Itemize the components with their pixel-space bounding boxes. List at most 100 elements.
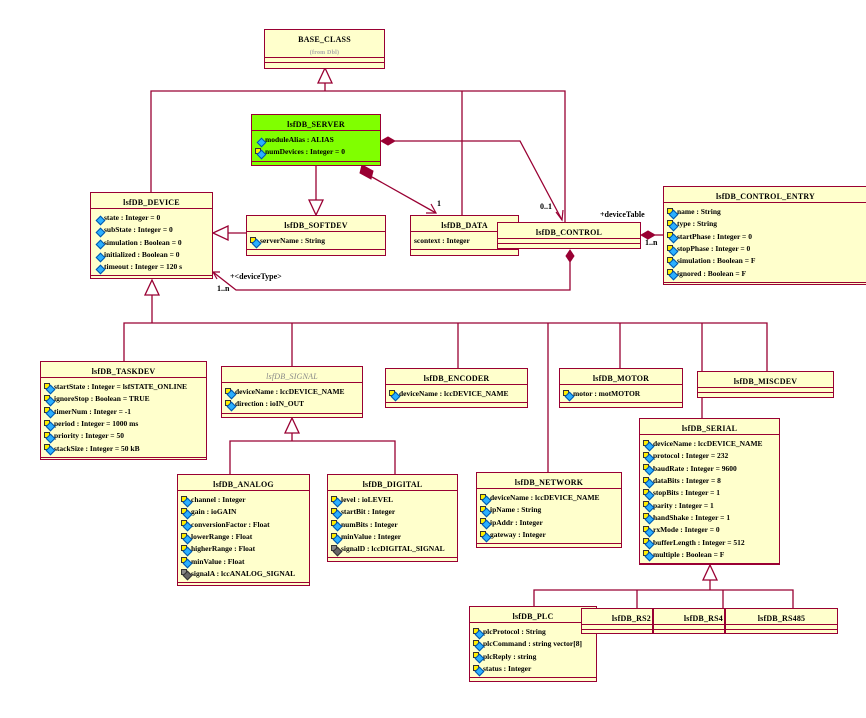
- attribute-text: simulation : Boolean = F: [677, 256, 756, 266]
- attribute: numDevices : Integer = 0: [255, 146, 378, 160]
- relationship-line: [123, 322, 768, 371]
- compartment-divider: [328, 557, 457, 559]
- compartment-divider: [582, 629, 652, 630]
- protected-attribute-icon: [181, 544, 193, 557]
- compartment-divider: [654, 624, 724, 625]
- relationship-line: [533, 589, 794, 608]
- attribute: deviceName : lccDEVICE_NAME: [225, 386, 360, 400]
- compartment-divider: [252, 160, 380, 162]
- protected-attribute-icon: [225, 399, 237, 412]
- attribute: stopPhase : Integer = 0: [667, 243, 865, 256]
- compartment-divider: [41, 377, 206, 378]
- multiplicity-label: 1..n: [645, 238, 658, 247]
- compartment-divider: [654, 629, 724, 630]
- attribute: timeout : Integer = 120 s: [94, 261, 210, 275]
- compartment-divider: [411, 249, 518, 251]
- attribute: conversionFactor : Float: [181, 519, 307, 532]
- class-name: lsfDB_RS4: [683, 614, 723, 623]
- class-name: lsfDB_DIGITAL: [362, 480, 423, 489]
- class-name: lsfDB_PLC: [512, 612, 554, 621]
- compartment-divider: [498, 243, 640, 244]
- attribute-text: bufferLength : Integer = 512: [653, 537, 745, 547]
- protected-attribute-icon: [181, 557, 193, 569]
- protected-attribute-icon: [643, 538, 655, 550]
- attribute-text: channel : Integer: [191, 495, 246, 505]
- class-rs4[interactable]: lsfDB_RS4: [653, 608, 725, 634]
- class-package-note: (from Dbl): [309, 50, 340, 56]
- class-rs485[interactable]: lsfDB_RS485: [725, 608, 838, 634]
- attribute-text: level : ioLEVEL: [341, 495, 394, 505]
- protected-attribute-icon: [643, 464, 655, 476]
- navigation-arrow-icon: [426, 203, 438, 214]
- attribute-text: ipName : String: [490, 505, 542, 515]
- compartment-divider: [247, 249, 385, 251]
- class-miscdev[interactable]: lsfDB_MISCDEV: [697, 371, 834, 398]
- class-name: lsfDB_CONTROL_ENTRY: [715, 192, 816, 201]
- protected-attribute-icon: [667, 244, 679, 256]
- class-name: lsfDB_SERVER: [287, 120, 345, 129]
- protected-attribute-icon: [667, 256, 679, 269]
- protected-attribute-icon: [250, 236, 262, 249]
- attribute: plcProtocol : String: [473, 626, 594, 640]
- navigation-arrow-icon: [555, 209, 564, 222]
- protected-attribute-icon: [667, 269, 679, 281]
- compartment-divider: [265, 57, 384, 58]
- protected-attribute-icon: [563, 389, 575, 402]
- attribute: subState : Integer = 0: [94, 224, 210, 238]
- protected-attribute-icon: [643, 501, 655, 513]
- attribute-text: direction : ioIN_OUT: [235, 399, 305, 409]
- compartment-divider: [664, 202, 866, 203]
- multiplicity-label: 1..n: [217, 284, 230, 293]
- multiplicity-label: 1: [437, 199, 441, 208]
- generalization-arrow-icon: [283, 416, 301, 434]
- relationship-line: [395, 140, 563, 221]
- composition-diamond-icon: [359, 164, 374, 180]
- attribute: ignored : Boolean = F: [667, 267, 865, 281]
- relationship-line: [229, 440, 396, 474]
- protected-attribute-icon: [225, 387, 237, 400]
- compartment-divider: [178, 490, 309, 491]
- attribute-text: conversionFactor : Float: [191, 519, 270, 529]
- protected-attribute-icon: [44, 382, 56, 395]
- attribute: gateway : Integer: [480, 529, 619, 542]
- class-base[interactable]: BASE_CLASS(from Dbl): [264, 29, 385, 69]
- attribute: baudRate : Integer = 9600: [643, 463, 777, 476]
- class-name: BASE_CLASS(from Dbl): [265, 30, 384, 57]
- compartment-divider: [698, 392, 833, 393]
- protected-attribute-icon: [473, 652, 485, 664]
- compartment-divider: [222, 382, 362, 383]
- attribute: lowerRange : Float: [181, 531, 307, 544]
- protected-attribute-icon: [44, 419, 56, 431]
- attribute-text: gateway : Integer: [490, 530, 546, 540]
- attribute-text: timeout : Integer = 120 s: [104, 262, 183, 272]
- class-control[interactable]: lsfDB_CONTROL: [497, 222, 641, 249]
- protected-attribute-icon: [643, 476, 655, 488]
- attribute-text: minValue : Float: [191, 556, 245, 566]
- relationship-line: [212, 262, 571, 291]
- attribute: startPhase : Integer = 0: [667, 231, 865, 244]
- attribute: dataBits : Integer = 8: [643, 475, 777, 488]
- public-attribute-icon: [255, 136, 267, 148]
- public-attribute-icon: [94, 214, 106, 226]
- class-rs232[interactable]: lsfDB_RS2: [581, 608, 653, 634]
- attribute: timerNum : Integer = -1: [44, 406, 204, 419]
- compartment-divider: [640, 562, 779, 564]
- attribute-text: timerNum : Integer = -1: [54, 406, 132, 416]
- composition-diamond-icon: [565, 249, 575, 263]
